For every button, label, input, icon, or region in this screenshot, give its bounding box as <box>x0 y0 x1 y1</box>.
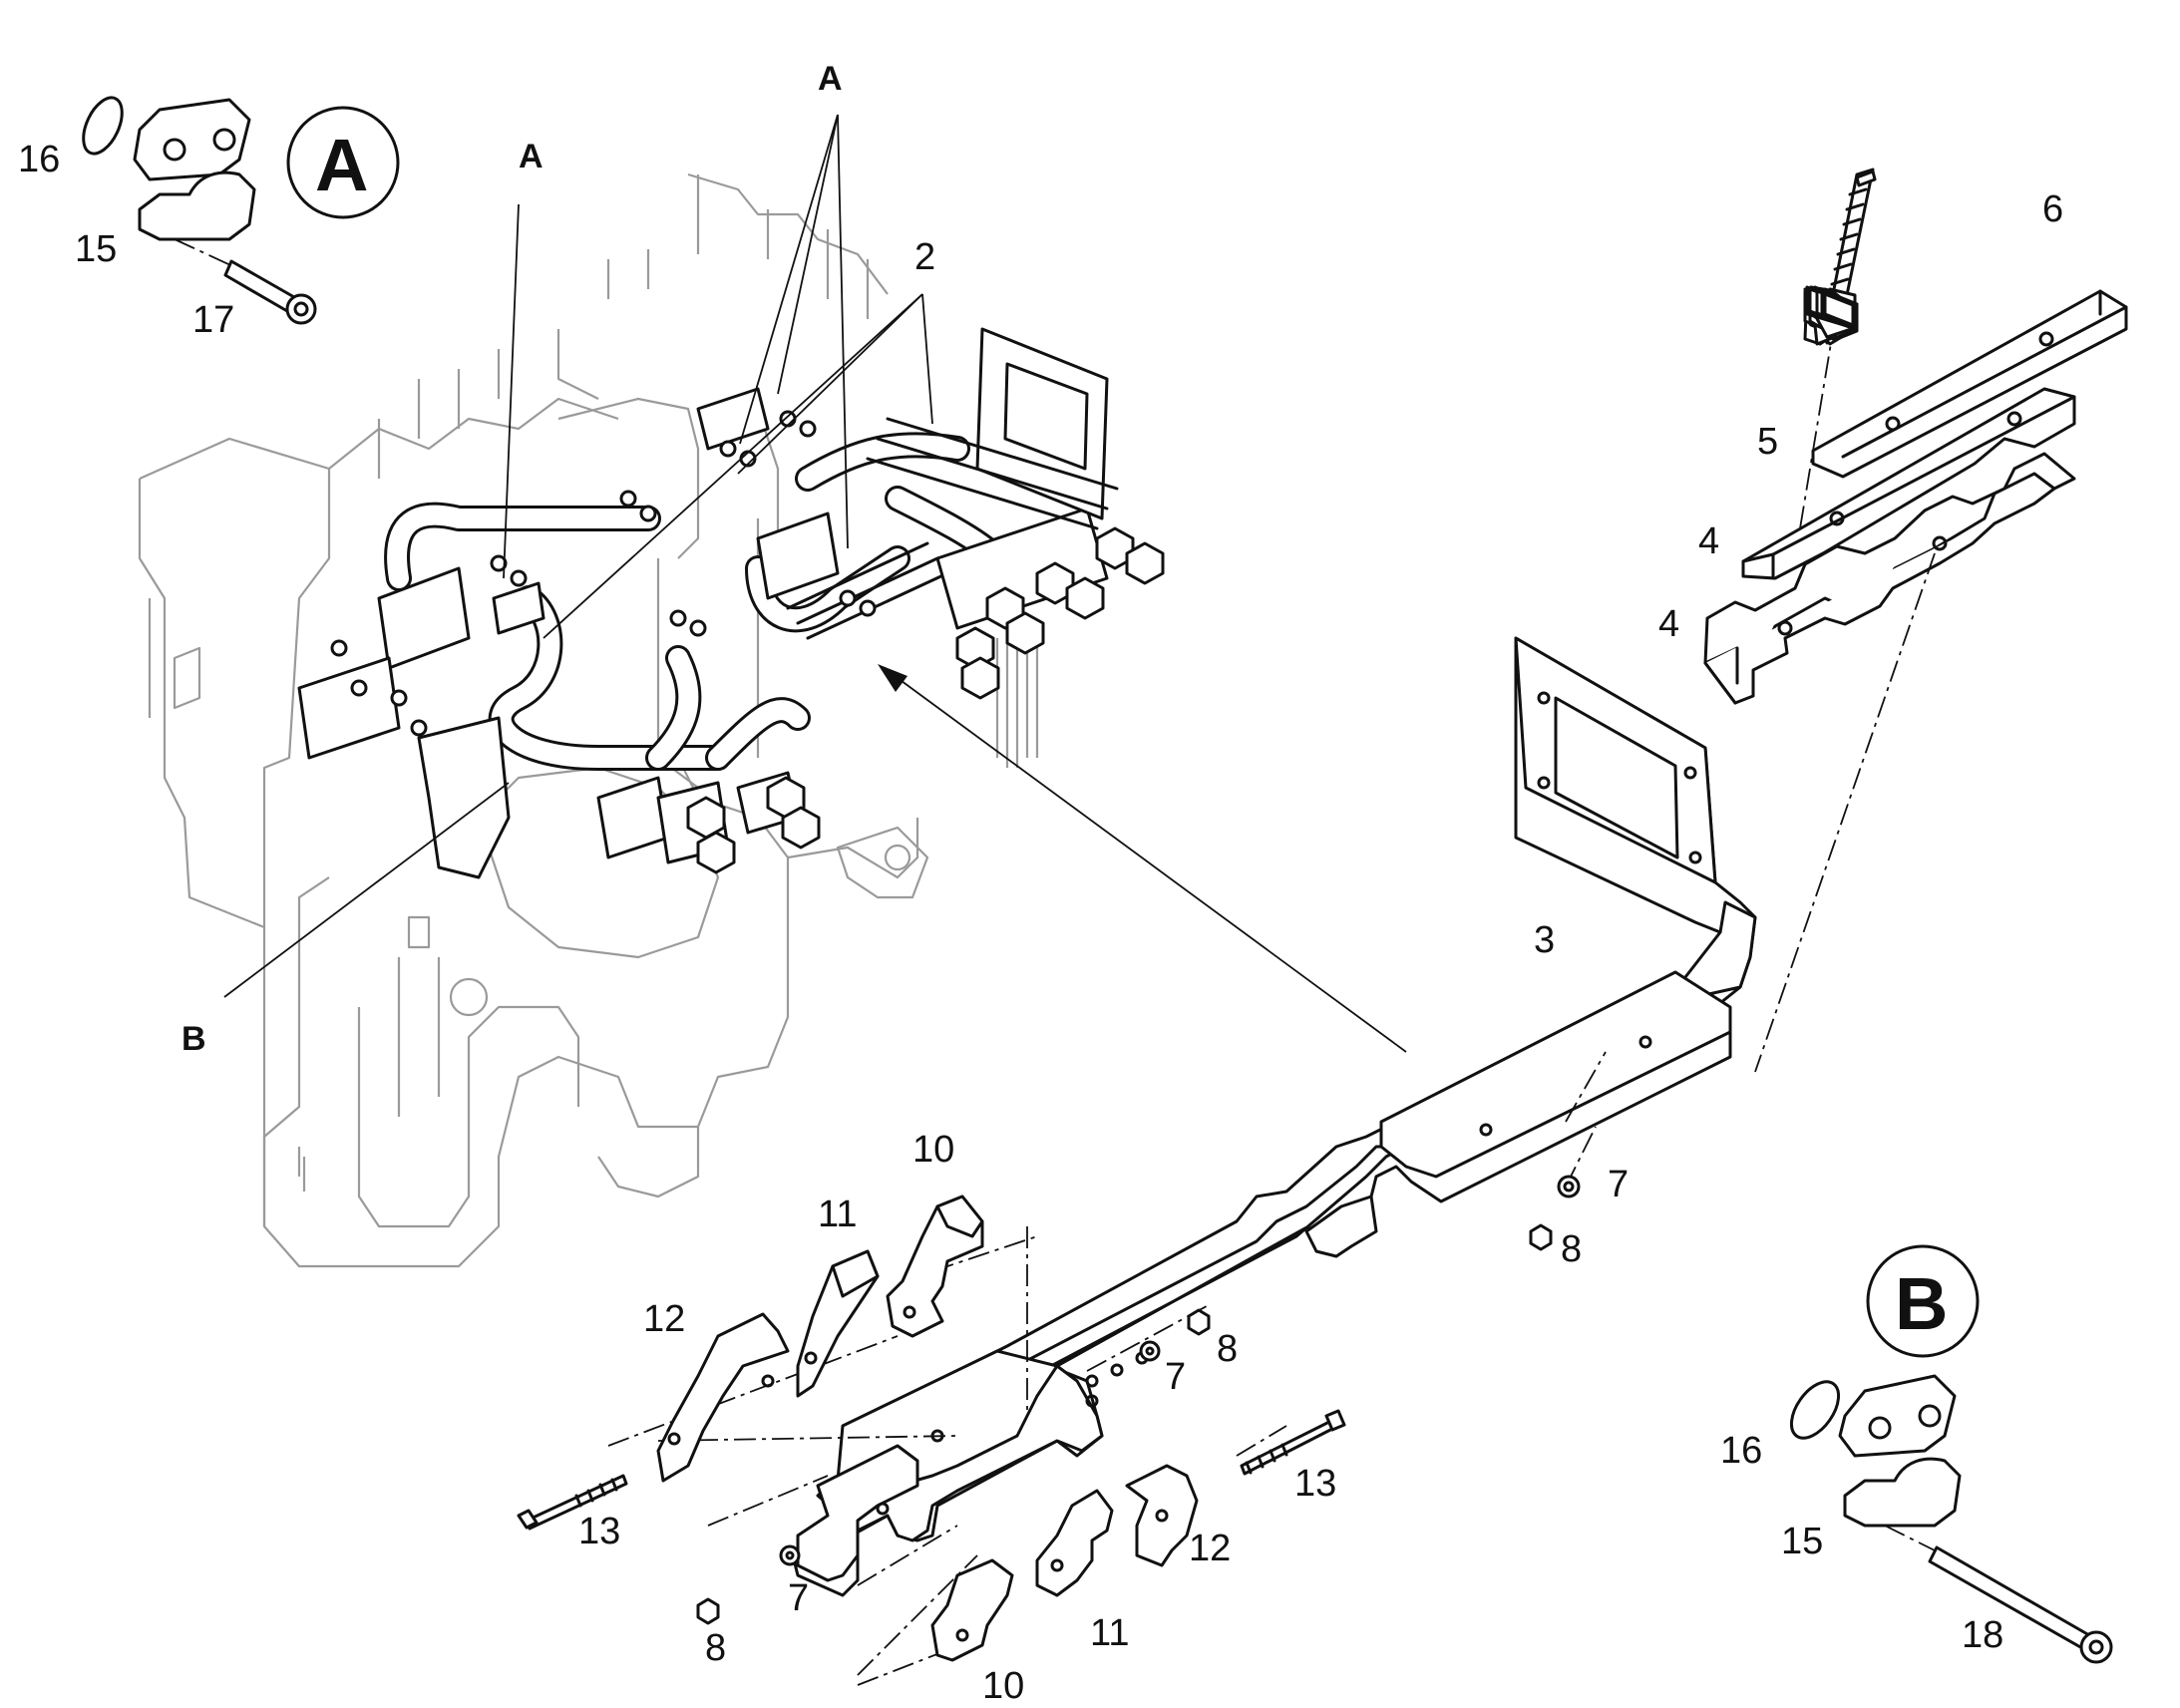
main-bracket-3 <box>791 636 1757 1597</box>
washer-7a <box>1557 1175 1581 1198</box>
clamp-set-upper <box>517 1195 984 1531</box>
label-15a: 15 <box>75 228 117 270</box>
machine-frame-background <box>138 172 1039 1268</box>
assembly-lines <box>607 1051 1607 1686</box>
o-ring-icon <box>82 96 124 156</box>
label-7b: 7 <box>1165 1356 1186 1398</box>
valve-blocks <box>297 327 1165 879</box>
label-7c: 7 <box>788 1577 809 1619</box>
nuts-washers <box>696 1175 1581 1625</box>
bar-5-body-long <box>1823 292 1855 327</box>
label-12b: 12 <box>1189 1528 1231 1569</box>
bolt-17 <box>223 259 296 313</box>
label-11b: 11 <box>1090 1612 1129 1654</box>
detail-a-letter: A <box>315 124 368 206</box>
clamp-10-lower <box>930 1558 1014 1662</box>
washer-7b <box>1139 1340 1161 1362</box>
label-18: 18 <box>1962 1614 2003 1656</box>
detail-letter-labels: A B <box>315 124 1948 1345</box>
label-8c: 8 <box>705 1627 726 1669</box>
callout-a-left: A <box>519 138 544 175</box>
clamp-set-lower <box>930 1409 1346 1662</box>
bar-4-lower <box>1703 452 2076 1073</box>
clamp-12-lower <box>1125 1464 1199 1567</box>
clamp-12-upper <box>656 1312 790 1483</box>
label-8a: 8 <box>1561 1228 1582 1270</box>
detail-b-letter: B <box>1895 1262 1948 1345</box>
label-5: 5 <box>1757 421 1778 463</box>
label-4a: 4 <box>1698 520 1719 562</box>
callout-letter-labels: A A B <box>182 60 843 1058</box>
bar-4-upper <box>1741 387 2076 580</box>
label-15b: 15 <box>1781 1521 1823 1562</box>
callout-a-top: A <box>818 60 843 98</box>
label-3: 3 <box>1534 919 1555 961</box>
nut-8b <box>1187 1308 1211 1336</box>
label-8b: 8 <box>1217 1328 1238 1370</box>
fitting-bolts <box>330 410 877 737</box>
label-10a: 10 <box>912 1129 954 1171</box>
washer-7c <box>779 1544 801 1566</box>
hex-fitting-cluster <box>686 526 1165 874</box>
assembly-leader-arrow <box>878 664 1407 1053</box>
label-7a: 7 <box>1608 1164 1629 1205</box>
label-16a: 16 <box>18 139 60 180</box>
flange-half-lower-b <box>1843 1457 1962 1528</box>
label-10b: 10 <box>982 1665 1024 1707</box>
bolt-18 <box>1928 1545 2091 1650</box>
callout-leaders <box>223 114 933 998</box>
label-13b: 13 <box>1294 1463 1336 1505</box>
label-13a: 13 <box>578 1511 620 1552</box>
label-12a: 12 <box>643 1298 685 1340</box>
label-2: 2 <box>914 236 935 278</box>
detail-a-circle <box>286 106 400 219</box>
callout-b-left: B <box>182 1020 206 1058</box>
label-11a: 11 <box>818 1194 857 1235</box>
bar-5-elong <box>1811 289 2128 479</box>
nut-8c <box>696 1597 720 1625</box>
part-number-labels: 16 15 17 6 5 4 4 3 2 7 8 10 11 12 13 8 7… <box>18 139 2063 1707</box>
label-4b: 4 <box>1658 603 1679 645</box>
label-17: 17 <box>192 299 234 341</box>
clamp-11-lower <box>1035 1489 1114 1597</box>
flange-half-lower <box>138 171 256 241</box>
flange-half-upper-b <box>1838 1374 1957 1458</box>
label-16b: 16 <box>1720 1430 1762 1472</box>
flange-half-upper <box>133 98 251 181</box>
nut-8a <box>1529 1223 1553 1251</box>
detail-a-assembly <box>82 96 400 325</box>
detail-b-assembly <box>1789 1244 2113 1664</box>
label-6: 6 <box>2042 188 2063 230</box>
detail-b-circle <box>1866 1244 1980 1358</box>
o-ring-icon-b <box>1789 1380 1841 1440</box>
